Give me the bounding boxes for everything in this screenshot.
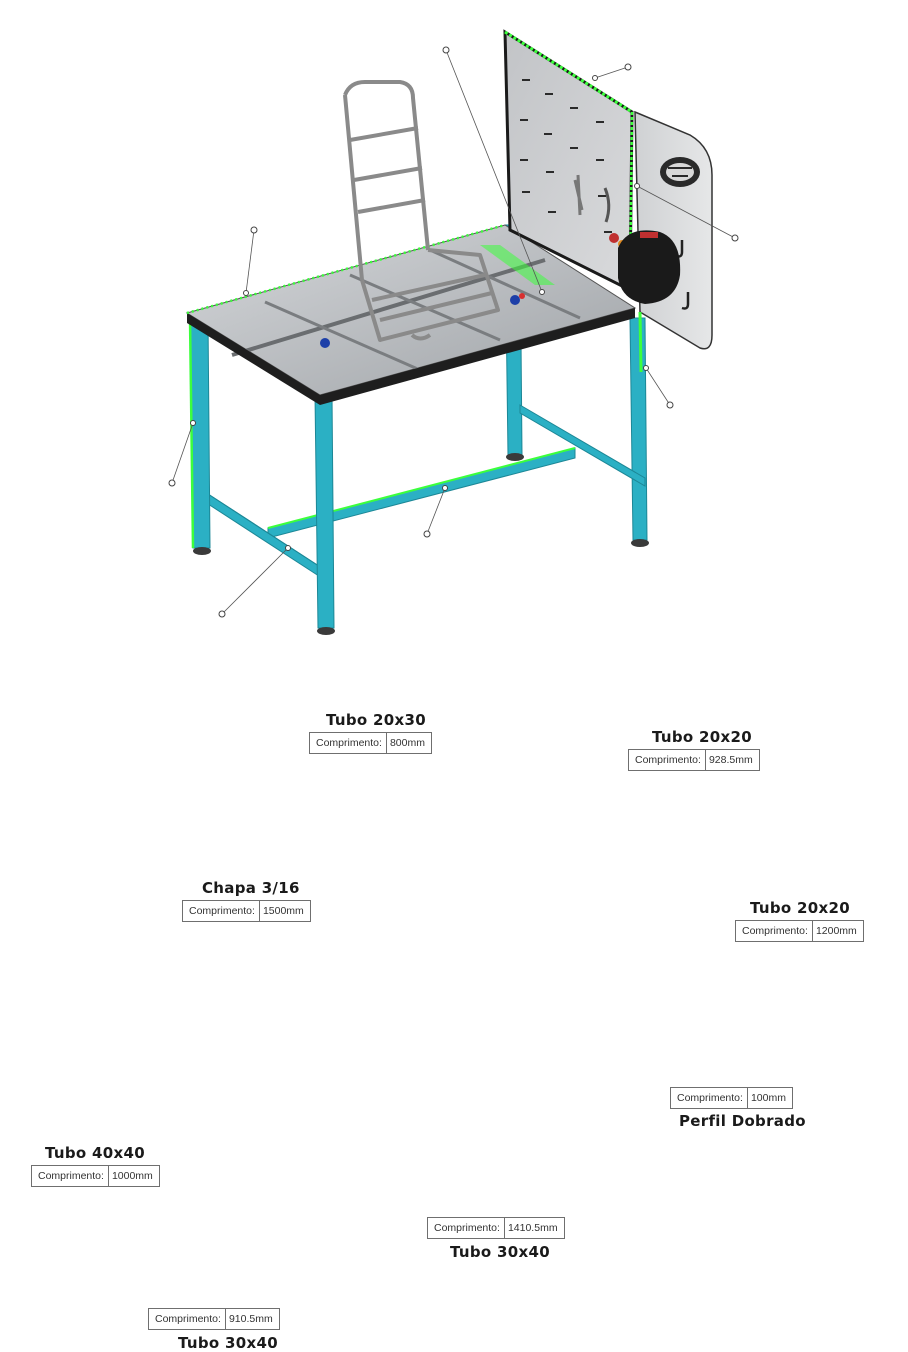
dimension-box: Comprimento: 1000mm [31,1165,160,1187]
callout-title: Chapa 3/16 [202,879,300,897]
callout-title: Tubo 30x40 [178,1334,278,1352]
dimension-label: Comprimento: [671,1088,748,1108]
dimension-value: 910.5mm [228,1313,273,1325]
dimension-box: Comprimento: 1500mm [182,900,311,922]
dimension-box: Comprimento: 1200mm [735,920,864,942]
dimension-value: 928.5mm [708,754,753,766]
dimension-box: Comprimento: 100mm [670,1087,793,1109]
dimension-box: Comprimento: 928.5mm [628,749,760,771]
dimension-value: 1000mm [111,1170,153,1182]
leader-dots [168,46,739,618]
dimension-box: Comprimento: 1410.5mm [427,1217,565,1239]
dimension-label: Comprimento: [629,750,706,770]
dimension-box: Comprimento: 910.5mm [148,1308,280,1330]
dimension-value: 1410.5mm [507,1222,558,1234]
callout-title: Tubo 20x30 [326,711,426,729]
dimension-value: 800mm [389,737,425,749]
dimension-value: 1500mm [262,905,304,917]
dimension-label: Comprimento: [310,733,387,753]
workbench-diagram: Tubo 20x30 Comprimento: 800mm Tubo 20x20… [31,29,864,1352]
side-panel [618,110,713,373]
dimension-label: Comprimento: [428,1218,505,1238]
dimension-value: 1200mm [815,925,857,937]
callout-title: Perfil Dobrado [679,1112,806,1130]
dimension-label: Comprimento: [183,901,260,921]
dimension-label: Comprimento: [149,1309,226,1329]
workbench-drawing [168,29,739,635]
lower-rails [204,447,576,581]
seat-frame [343,80,500,342]
callout-title: Tubo 20x20 [750,899,850,917]
table-top [185,223,637,405]
callout-title: Tubo 40x40 [45,1144,145,1162]
dimension-value: 100mm [750,1092,786,1104]
leader-lines [171,49,736,615]
dimension-label: Comprimento: [736,921,813,941]
dimension-box: Comprimento: 800mm [309,732,432,754]
callout-title: Tubo 30x40 [450,1243,550,1261]
callout-title: Tubo 20x20 [652,728,752,746]
dimension-label: Comprimento: [32,1166,109,1186]
brand-logo-icon [660,157,700,187]
